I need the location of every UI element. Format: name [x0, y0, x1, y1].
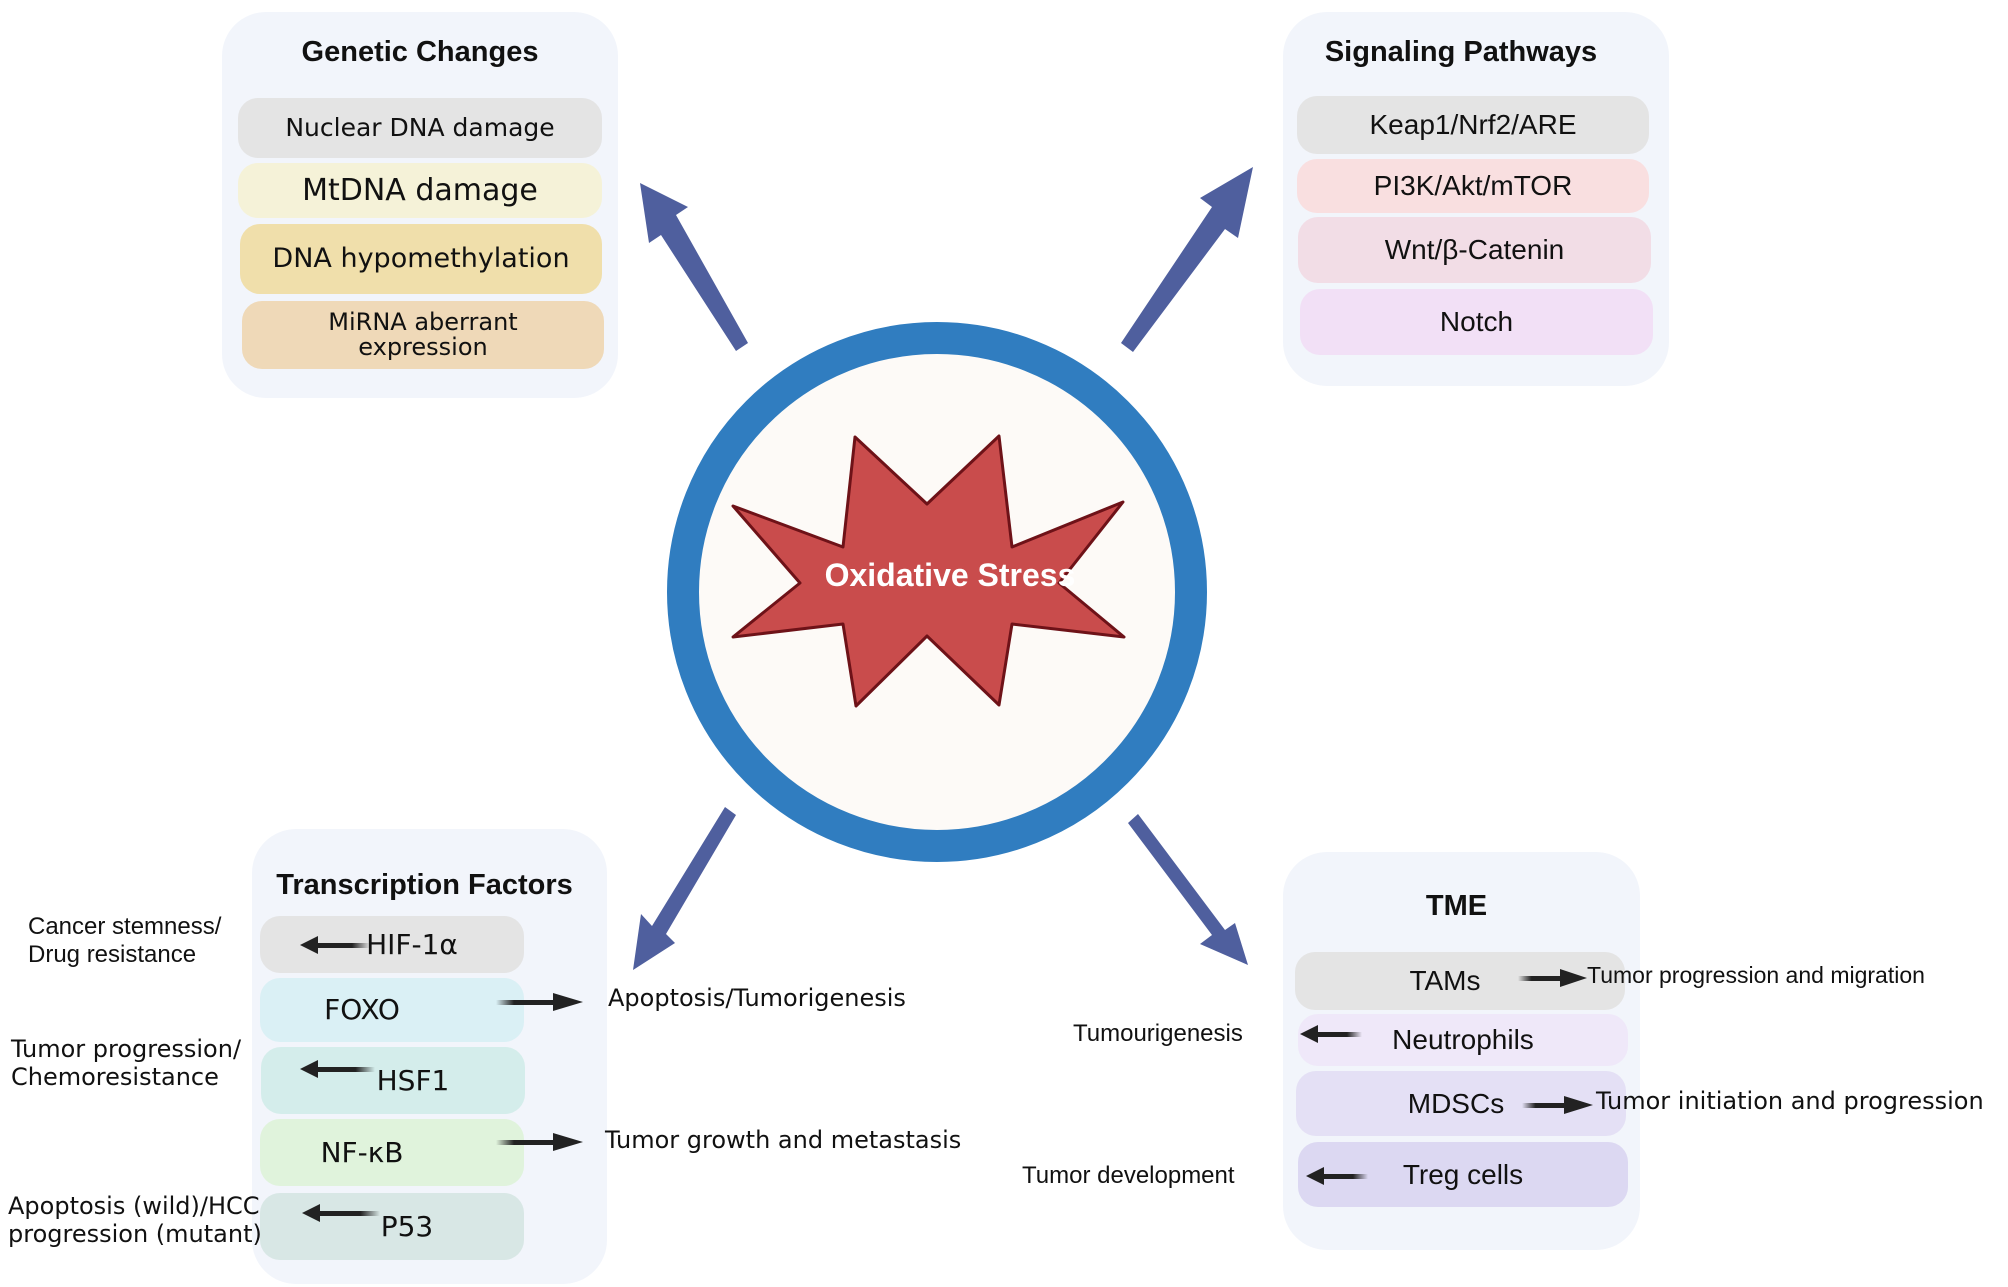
item-neutrophils: Neutrophils	[1298, 1014, 1628, 1066]
treg-cells-label: Treg cells	[1402, 1158, 1524, 1190]
p53-label: P53	[380, 1209, 434, 1243]
arrow-to-tme	[1128, 814, 1248, 965]
mdscs-label: MDSCs	[1407, 1087, 1505, 1119]
effect-nf-kb: Tumor growth and metastasis	[605, 1126, 962, 1154]
panel-title-signaling-pathways: Signaling Pathways	[1324, 36, 1598, 68]
item-foxo: FOXO	[260, 978, 524, 1042]
panel-title-transcription-factors: Transcription Factors	[276, 869, 573, 901]
item-hif-1a: HIF-1α	[260, 916, 524, 973]
item-keap1-nrf2-are: Keap1/Nrf2/ARE	[1297, 96, 1649, 154]
effect-p53-line-2: progression (mutant)	[8, 1219, 262, 1248]
effect-tams: Tumor progression and migration	[1587, 962, 1925, 988]
effect-hif-1a: Cancer stemness/ Drug resistance	[28, 913, 221, 968]
item-treg-cells: Treg cells	[1298, 1142, 1628, 1207]
panel-tme: TME TAMs Neutrophils MDSCs Treg cells	[1283, 852, 1640, 1250]
item-p53: P53	[260, 1193, 524, 1260]
item-wnt-beta-catenin: Wnt/β-Catenin	[1298, 217, 1651, 283]
item-nf-kb: NF-κB	[260, 1119, 524, 1186]
item-mtdna-damage: MtDNA damage	[238, 163, 602, 218]
item-mdscs: MDSCs	[1296, 1071, 1626, 1136]
arrow-to-genetic-changes	[640, 183, 748, 351]
effect-treg-cells: Tumor development	[1022, 1162, 1235, 1189]
effect-p53-line-1: Apoptosis (wild)/HCC	[8, 1192, 260, 1220]
panel-signaling-pathways: Signaling Pathways Keap1/Nrf2/ARE PI3K/A…	[1283, 12, 1669, 386]
panel-transcription-factors: Transcription Factors HIF-1α FOXO HSF1 N…	[252, 829, 607, 1284]
effect-hsf1: Tumor progression/ Chemoresistance	[11, 1035, 242, 1091]
effect-hsf-line-1: Tumor progression/	[11, 1035, 242, 1063]
effect-mdscs: Tumor initiation and progression	[1596, 1087, 1984, 1115]
effect-hif-line-2: Drug resistance	[28, 940, 197, 968]
panel-title-tme: TME	[1425, 890, 1488, 922]
item-mirna-aberrant-expression: MiRNA aberrant expression	[242, 301, 604, 369]
neutrophils-label: Neutrophils	[1392, 1024, 1534, 1056]
arrow-to-transcription-factors	[633, 807, 736, 970]
mirna-line-2: expression	[358, 333, 488, 361]
foxo-label: FOXO	[324, 993, 400, 1027]
effect-p53: Apoptosis (wild)/HCC progression (mutant…	[8, 1192, 262, 1248]
hsf1-label: HSF1	[376, 1063, 450, 1097]
tams-label: TAMs	[1409, 965, 1481, 997]
nf-kb-label: NF-κB	[320, 1135, 404, 1169]
mirna-line-1: MiRNA aberrant	[328, 307, 518, 336]
item-nuclear-dna-damage: Nuclear DNA damage	[238, 98, 602, 158]
item-dna-hypomethylation: DNA hypomethylation	[240, 224, 602, 294]
effect-foxo: Apoptosis/Tumorigenesis	[608, 984, 906, 1012]
arrow-to-signaling-pathways	[1121, 167, 1253, 352]
effect-hif-line-1: Cancer stemness/	[28, 913, 222, 940]
effect-neutrophils: Tumourigenesis	[1073, 1020, 1243, 1047]
item-tams: TAMs	[1295, 952, 1625, 1010]
center-label-oxidative-stress: Oxidative Stress	[824, 557, 1076, 593]
hif-1a-label: HIF-1α	[366, 927, 458, 961]
effect-hsf-line-2: Chemoresistance	[11, 1062, 219, 1091]
item-hsf1: HSF1	[261, 1047, 525, 1114]
item-notch: Notch	[1300, 289, 1653, 355]
item-pi3k-akt-mtor: PI3K/Akt/mTOR	[1297, 159, 1649, 213]
panel-title-genetic-changes: Genetic Changes	[301, 36, 539, 68]
panel-genetic-changes: Genetic Changes Nuclear DNA damage MtDNA…	[222, 12, 618, 398]
